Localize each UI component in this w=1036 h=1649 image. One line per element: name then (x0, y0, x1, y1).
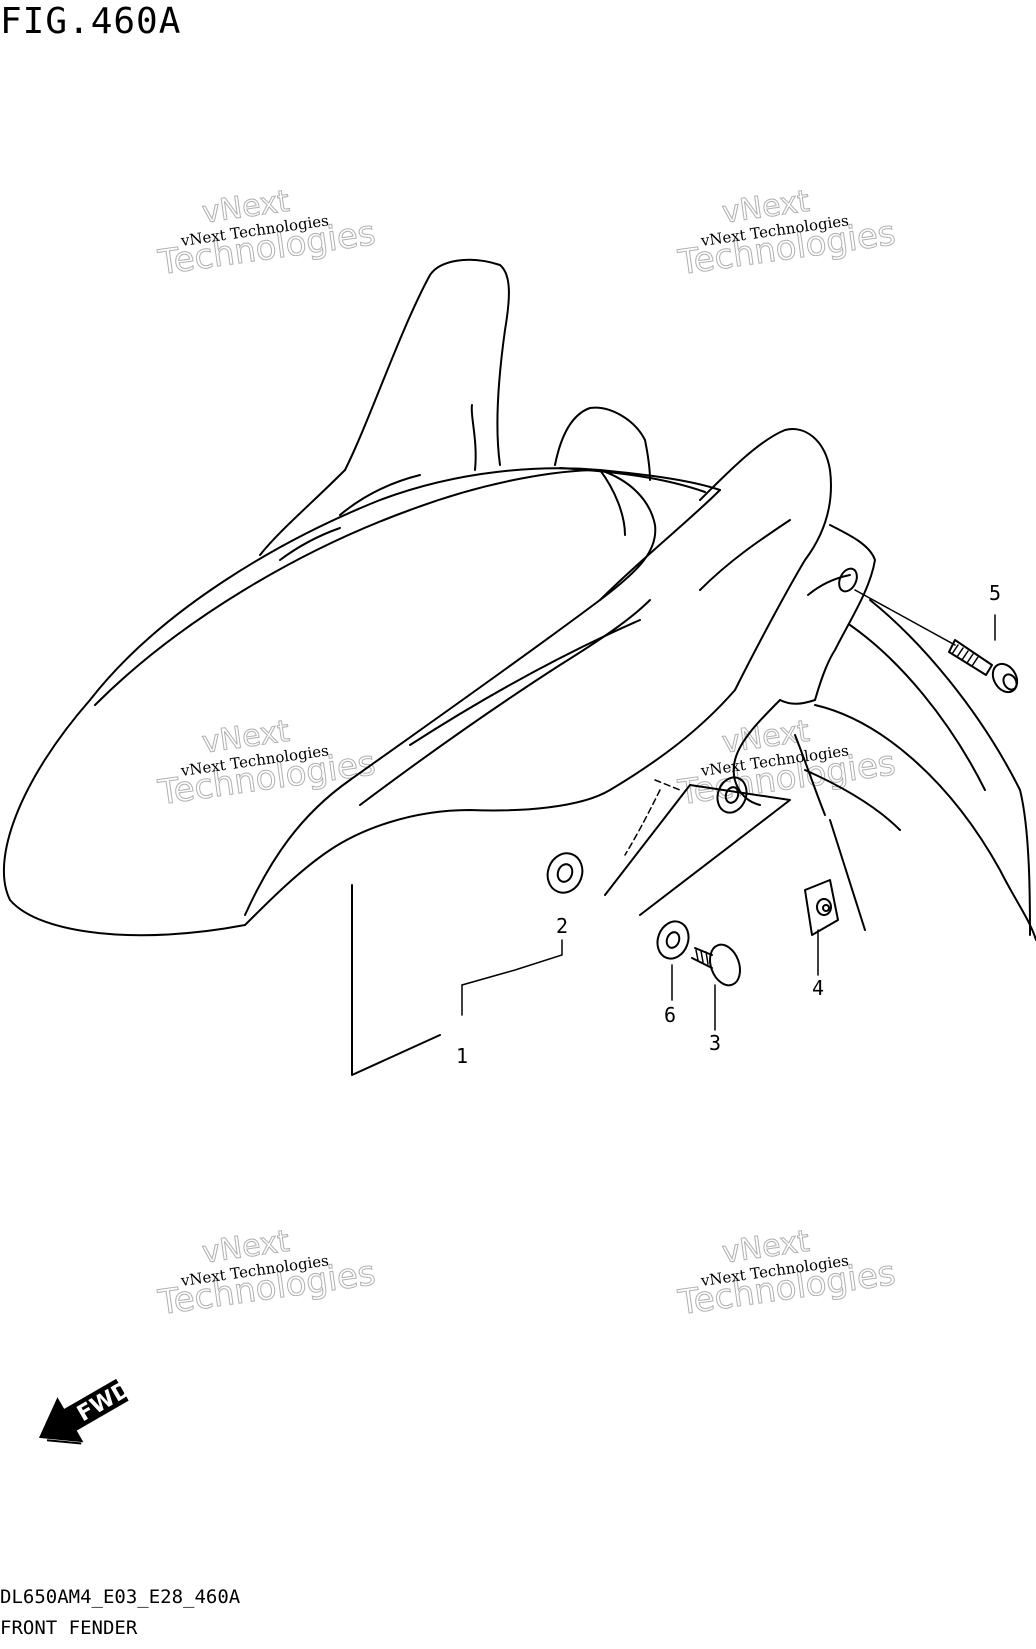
washer-part-6 (656, 920, 690, 960)
watermark: vNext Technologies vNext Technologies (675, 713, 899, 814)
callout-2: 2 (556, 914, 568, 938)
figure-code: DL650AM4_E03_E28_460A (0, 1586, 241, 1608)
front-fender-drawing (2, 258, 1036, 1076)
fwd-label: FWD (73, 1377, 135, 1427)
callout-1: 1 (456, 1044, 468, 1068)
screw-part-3 (691, 943, 741, 987)
callout-3: 3 (709, 1031, 721, 1055)
figure-name: FRONT FENDER (0, 1617, 138, 1639)
fwd-arrow-icon: FWD (38, 1377, 136, 1445)
bolt-part-5 (854, 589, 1019, 694)
callout-6: 6 (664, 1003, 676, 1027)
figure-title: FIG.460A (0, 1, 182, 42)
clip-nut-part-4 (804, 879, 839, 936)
callout-5: 5 (989, 581, 1001, 605)
washer-part-2 (546, 852, 584, 894)
callout-4: 4 (812, 976, 824, 1000)
watermark: vNext Technologies vNext Technologies (155, 183, 379, 284)
watermark: vNext Technologies vNext Technologies (675, 183, 899, 284)
watermark: vNext Technologies vNext Technologies (155, 713, 379, 814)
watermark: vNext Technologies vNext Technologies (675, 1223, 899, 1324)
watermark: vNext Technologies vNext Technologies (155, 1223, 379, 1324)
leader-lines (461, 614, 996, 1031)
